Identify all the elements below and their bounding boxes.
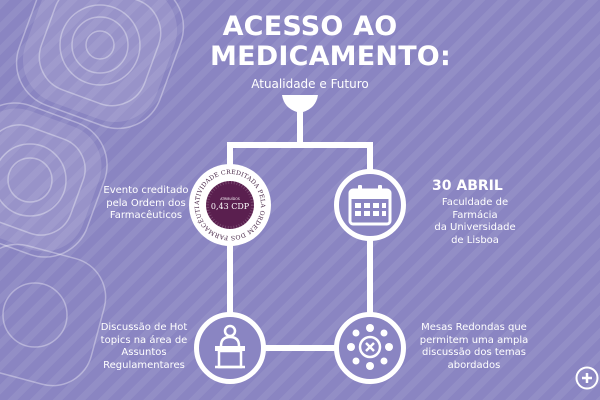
round-table-icon bbox=[347, 324, 393, 370]
title-line-1: ACESSO AO bbox=[222, 11, 398, 42]
caption-line: Faculdade de Farmácia bbox=[441, 197, 509, 221]
calendar-icon bbox=[348, 185, 392, 226]
venue-caption: Faculdade de Farmácia da Universidade de… bbox=[420, 197, 530, 247]
caption-line: abordados bbox=[447, 359, 501, 371]
caption-line: Evento creditado bbox=[103, 185, 189, 196]
funnel-shape bbox=[282, 95, 318, 112]
event-date: 30 ABRIL bbox=[432, 178, 503, 194]
caption-line: pela Ordem dos bbox=[106, 197, 186, 209]
caption-line: de Lisboa bbox=[451, 234, 499, 246]
caption-line: Regulamentares bbox=[103, 359, 185, 371]
plus-circle-icon[interactable] bbox=[574, 365, 600, 391]
caption-line: discussão dos temas bbox=[421, 347, 527, 358]
caption-line: da Universidade bbox=[434, 222, 516, 233]
round-tables-caption: Mesas Redondas que permitem uma ampla di… bbox=[418, 322, 530, 372]
accreditation-seal: ATIVIDADE CREDITADA PELA ORDEM DOS FARMA… bbox=[188, 163, 271, 246]
seal-value: 0,43 CDP bbox=[211, 202, 250, 211]
caption-line: Farmacêuticos bbox=[109, 210, 183, 221]
caption-line: Mesas Redondas que bbox=[421, 322, 527, 333]
seal-small-text: ATRIBUÍDOS bbox=[220, 196, 239, 201]
caption-line: Assuntos bbox=[121, 347, 167, 358]
caption-line: topics na área de bbox=[100, 334, 188, 346]
caption-line: permitem uma ampla bbox=[419, 334, 529, 346]
hot-topics-caption: Discussão de Hot topics na área de Assun… bbox=[94, 322, 194, 372]
accreditation-caption: Evento creditado pela Ordem dos Farmacêu… bbox=[98, 185, 194, 223]
speaker-podium-icon bbox=[215, 324, 245, 369]
caption-line: Discussão de Hot bbox=[100, 322, 188, 333]
subtitle: Atualidade e Futuro bbox=[251, 77, 369, 91]
